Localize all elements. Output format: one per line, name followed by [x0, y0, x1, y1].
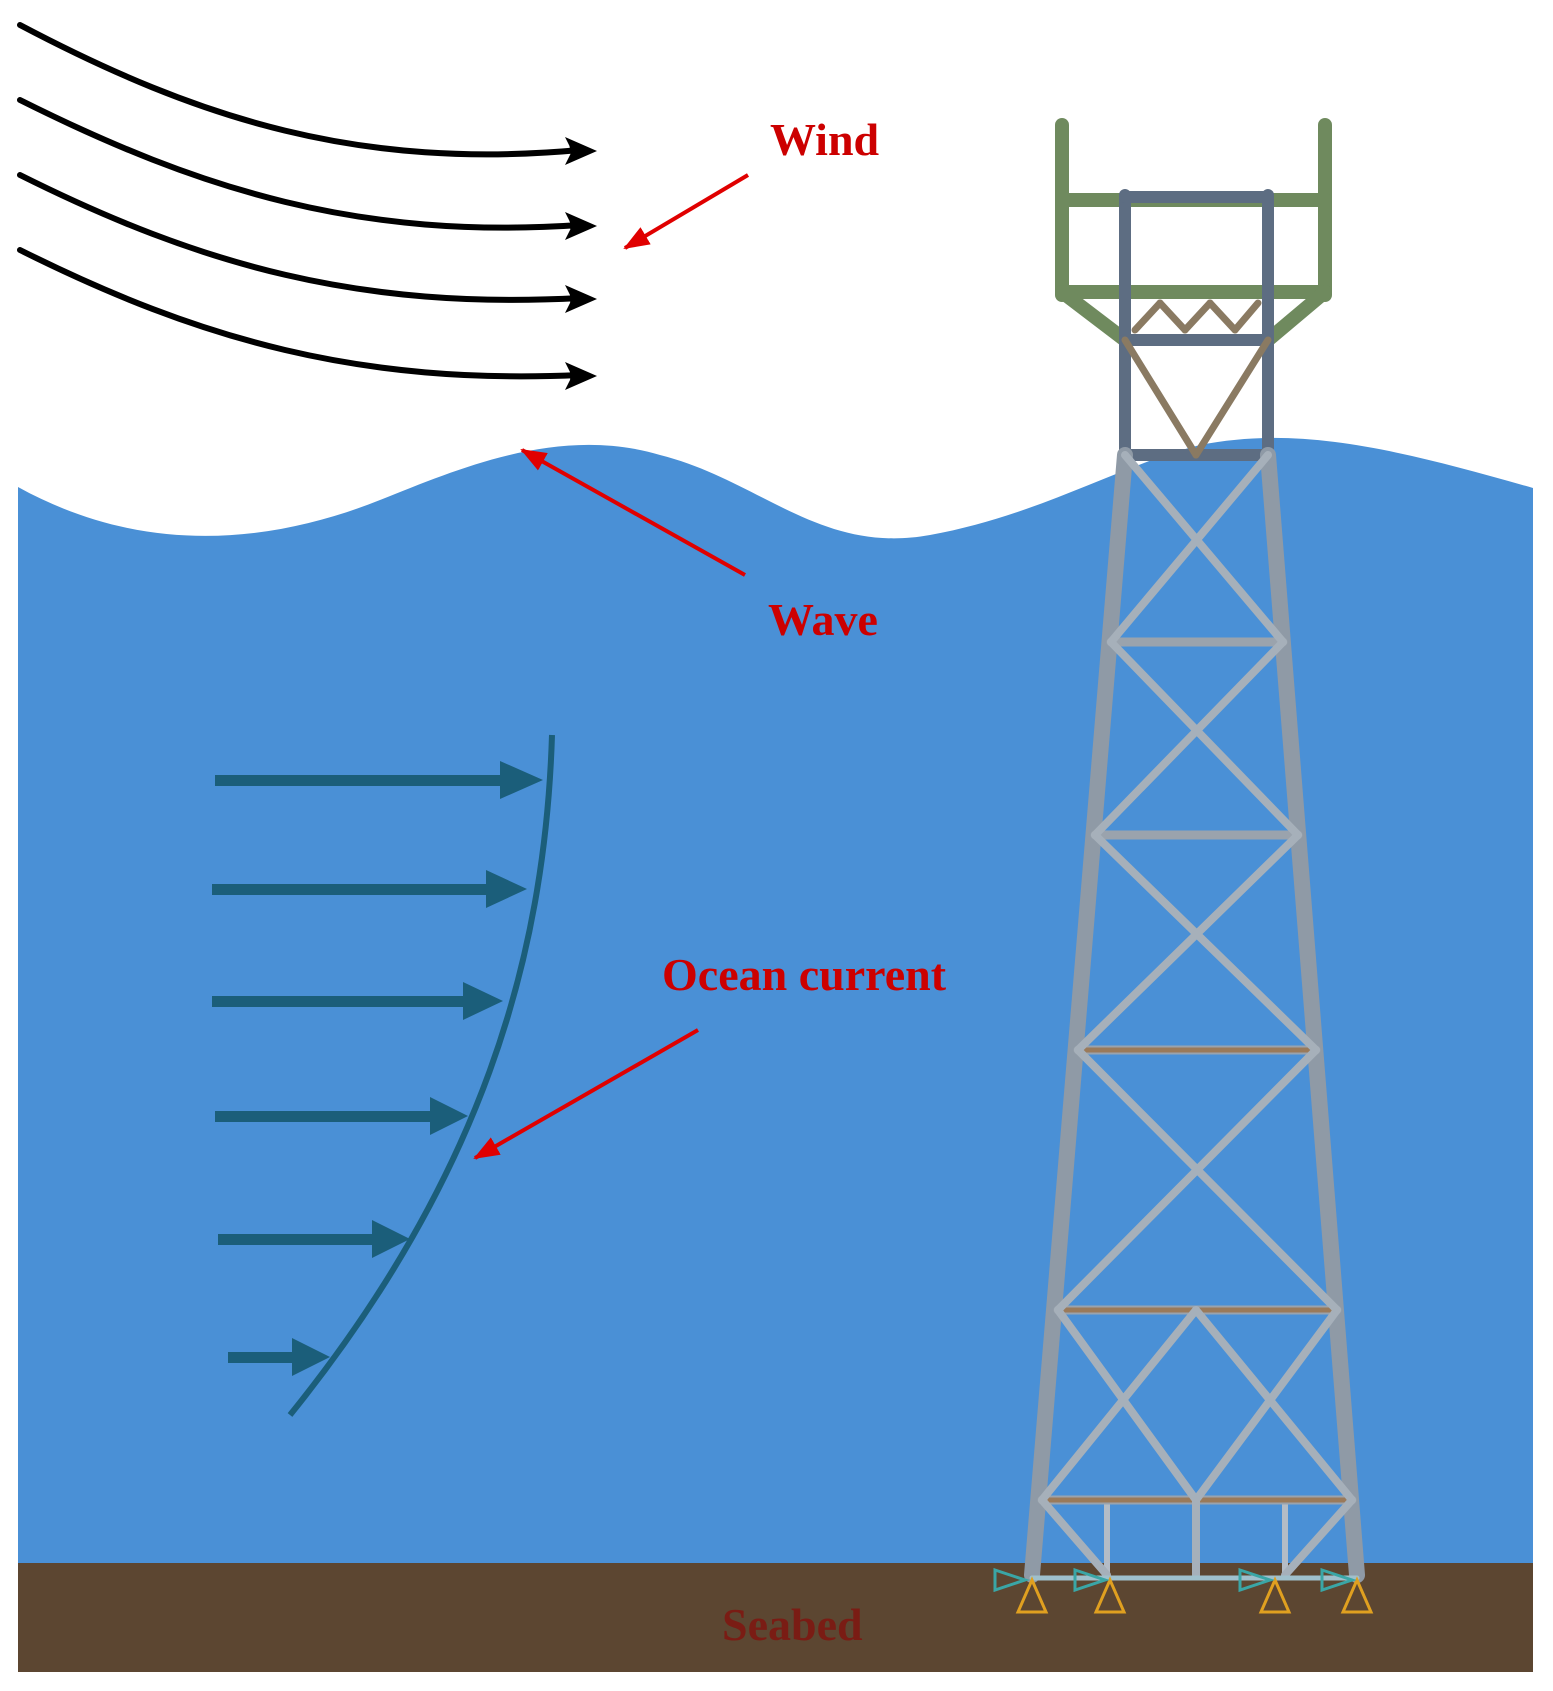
- tower-upper-frame: [1119, 189, 1274, 461]
- current-arrow-6: [228, 1338, 330, 1376]
- support-icon-1: [993, 1567, 1049, 1614]
- jacket-tower: [993, 118, 1374, 1614]
- wind-arrowheads: [565, 137, 597, 390]
- wind-label: Wind: [770, 114, 880, 165]
- support-icon-3: [1238, 1567, 1292, 1614]
- current-arrow-5: [218, 1220, 410, 1258]
- seabed-label: Seabed: [722, 1599, 863, 1650]
- wave-pointer-arrow: [520, 448, 746, 577]
- current-profile-curve: [287, 734, 555, 1417]
- tower-topside: [1055, 118, 1332, 347]
- current-arrows: [212, 761, 543, 1376]
- seabed-ground: [18, 1563, 1533, 1672]
- wind-arrow-4: [17, 247, 583, 382]
- wind-arrowhead-1: [565, 137, 597, 165]
- current-arrow-1: [215, 761, 543, 799]
- current-arrow-4: [215, 1097, 468, 1135]
- wind-arrowhead-4: [565, 362, 597, 390]
- wind-arrow-3: [17, 172, 583, 305]
- wave-label: Wave: [768, 594, 878, 645]
- tower-inner-legs: [1104, 1497, 1288, 1578]
- current-arrow-2: [212, 870, 527, 908]
- wind-arrow-2: [17, 97, 583, 232]
- current-pointer-arrow: [473, 1028, 699, 1160]
- tower-x-bracing: [1038, 451, 1356, 1579]
- wind-arrowhead-3: [565, 285, 597, 313]
- wind-arrow-1: [17, 22, 583, 158]
- ocean-current-label: Ocean current: [662, 949, 947, 1000]
- wind-pointer-arrow: [623, 173, 750, 250]
- current-arrow-3: [212, 982, 503, 1020]
- support-markers: [993, 1567, 1374, 1614]
- support-icon-4: [1320, 1567, 1374, 1614]
- wind-arrows: [17, 22, 583, 382]
- tower-upper-bracing: [1121, 299, 1272, 459]
- wind-arrowhead-2: [565, 212, 597, 240]
- support-icon-2: [1073, 1567, 1127, 1614]
- pointer-arrows: [473, 173, 750, 1160]
- ocean-water: [18, 437, 1533, 1566]
